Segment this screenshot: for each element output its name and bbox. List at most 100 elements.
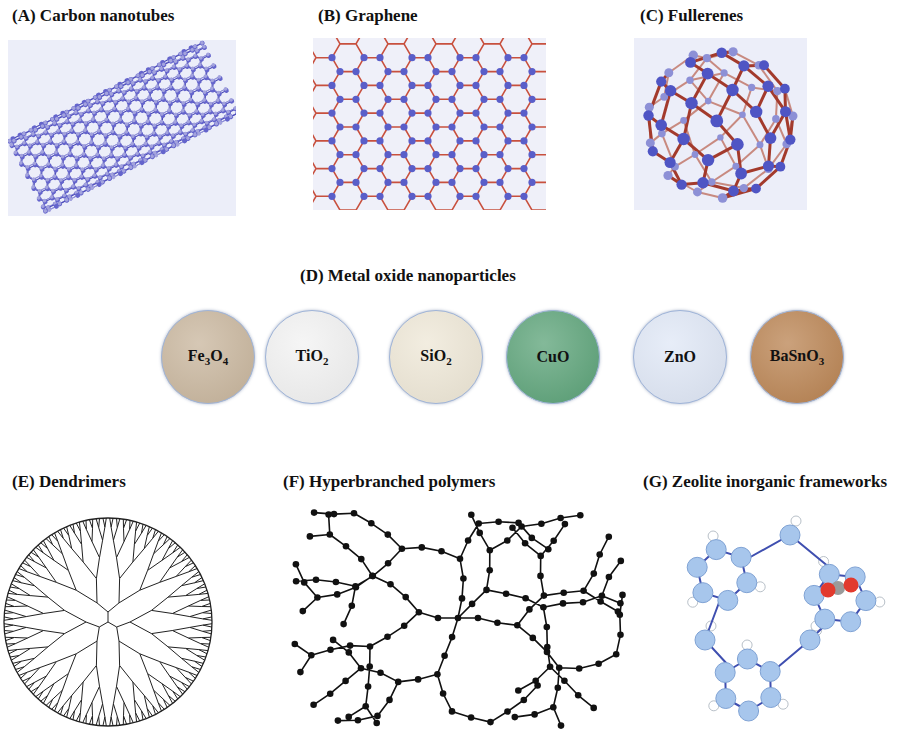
- atom: [157, 62, 162, 67]
- atom: [146, 111, 151, 116]
- atom: [156, 140, 161, 145]
- atom: [193, 53, 198, 58]
- atom: [159, 119, 164, 124]
- atom: [18, 160, 23, 165]
- monomer: [358, 556, 365, 563]
- atom: [99, 106, 104, 111]
- atom: [97, 121, 103, 127]
- atom: [188, 89, 193, 94]
- atom: [376, 82, 383, 89]
- atom: [139, 107, 145, 113]
- atom: [171, 55, 176, 60]
- atom: [424, 110, 431, 117]
- atom: [171, 64, 176, 69]
- atom: [108, 153, 114, 159]
- atom: [109, 91, 114, 96]
- atom: [41, 142, 46, 147]
- atom: [19, 134, 24, 139]
- atom: [424, 137, 431, 144]
- atom: [115, 155, 120, 160]
- atom: [33, 153, 38, 158]
- atom: [137, 77, 142, 82]
- atom: [776, 162, 786, 172]
- atom: [147, 149, 152, 154]
- atom: [133, 95, 138, 100]
- atom: [43, 129, 48, 134]
- nanotube-drawing: [8, 40, 236, 215]
- atom: [160, 96, 166, 102]
- monomer: [369, 573, 376, 580]
- monomer: [419, 544, 426, 551]
- atom: [336, 179, 343, 186]
- atom: [118, 110, 124, 116]
- atom: [22, 140, 27, 145]
- atom: [31, 185, 37, 191]
- atom: [83, 182, 88, 187]
- atom: [186, 119, 191, 124]
- atom: [59, 178, 64, 183]
- atom: [127, 155, 133, 161]
- atom: [73, 164, 79, 170]
- atom: [68, 143, 73, 148]
- atom: [188, 98, 194, 104]
- atom: [190, 66, 195, 71]
- atom: [32, 162, 38, 168]
- monomer: [512, 714, 519, 721]
- atom: [124, 130, 130, 136]
- atom: [222, 101, 227, 106]
- atom: [190, 127, 195, 132]
- oxygen-atom: [844, 578, 859, 593]
- atom: [70, 184, 76, 190]
- atom: [225, 117, 230, 122]
- atom: [160, 95, 165, 100]
- monomer: [580, 588, 587, 595]
- atom: [528, 179, 535, 186]
- atom: [97, 120, 102, 125]
- atom: [175, 88, 180, 93]
- atom: [96, 181, 102, 187]
- atom: [61, 113, 66, 118]
- atom: [155, 84, 160, 89]
- atom: [126, 160, 131, 165]
- monomer: [449, 708, 456, 715]
- atom: [117, 134, 123, 140]
- atom: [164, 68, 170, 74]
- atom: [117, 133, 122, 138]
- atom: [180, 55, 185, 60]
- oxide-circle: TiO2: [265, 310, 359, 404]
- atom: [74, 156, 80, 162]
- atom: [702, 68, 714, 80]
- monomer: [599, 592, 606, 599]
- atom: [46, 154, 52, 160]
- atom: [735, 168, 747, 180]
- oxide-circle: SiO2: [389, 310, 483, 404]
- atom: [196, 86, 202, 92]
- atom: [26, 149, 31, 154]
- atom: [153, 107, 158, 112]
- atom: [168, 58, 173, 63]
- atom: [432, 96, 439, 103]
- atom: [183, 51, 188, 56]
- atom: [171, 143, 176, 148]
- atom: [126, 99, 132, 105]
- atom: [136, 145, 142, 151]
- atom: [183, 131, 188, 136]
- atom: [676, 179, 686, 189]
- atom: [384, 179, 391, 186]
- framework-atom: [695, 630, 715, 650]
- atom: [663, 171, 672, 180]
- atom: [202, 91, 208, 97]
- monomer: [476, 530, 483, 537]
- atom: [113, 162, 118, 167]
- atom: [731, 138, 744, 151]
- framework-atom: [800, 630, 820, 650]
- monomer: [395, 679, 402, 686]
- atom: [66, 174, 71, 179]
- atom: [772, 115, 780, 123]
- atom: [217, 74, 222, 79]
- atom: [150, 75, 156, 81]
- atom: [221, 102, 227, 108]
- atom: [376, 137, 383, 144]
- atom: [216, 91, 222, 97]
- monomer: [334, 591, 341, 598]
